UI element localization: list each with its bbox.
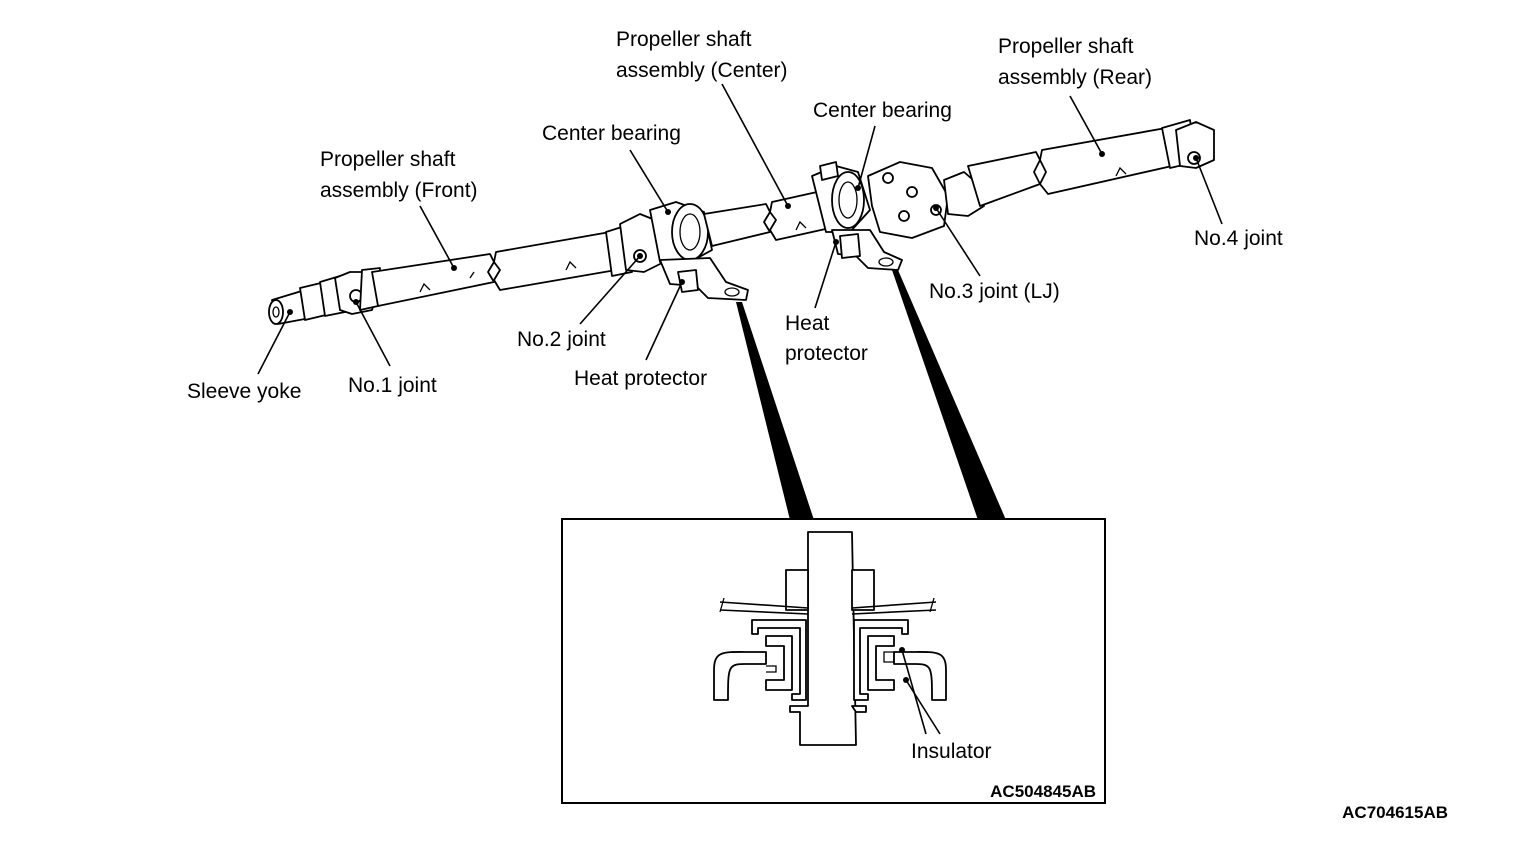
label-no3-joint: No.3 joint (LJ) bbox=[929, 280, 1060, 303]
no4-joint-part bbox=[1161, 119, 1215, 169]
labels: Propeller shaft assembly (Center) Propel… bbox=[187, 28, 1448, 822]
label-heat-protector-2-line1: Heat bbox=[785, 312, 830, 335]
label-propeller-rear-line1: Propeller shaft bbox=[998, 35, 1134, 58]
label-propeller-front-line1: Propeller shaft bbox=[320, 148, 456, 171]
center-bearing-2-part bbox=[811, 161, 903, 271]
label-sleeve-yoke: Sleeve yoke bbox=[187, 380, 301, 403]
label-insulator: Insulator bbox=[911, 740, 992, 763]
label-propeller-front-line2: assembly (Front) bbox=[320, 179, 478, 202]
inset-code: AC504845AB bbox=[990, 782, 1096, 801]
figure-code: AC704615AB bbox=[1342, 803, 1448, 822]
label-heat-protector-1: Heat protector bbox=[574, 367, 707, 390]
label-propeller-center-line2: assembly (Center) bbox=[616, 59, 788, 82]
center-bearing-1-part bbox=[649, 201, 749, 301]
detail-inset bbox=[561, 518, 1106, 804]
center-shaft-tube-part bbox=[703, 189, 831, 247]
label-propeller-rear-line2: assembly (Rear) bbox=[998, 66, 1152, 89]
label-center-bearing-2: Center bearing bbox=[813, 99, 952, 122]
label-no2-joint: No.2 joint bbox=[517, 328, 606, 351]
label-center-bearing-1: Center bearing bbox=[542, 122, 681, 145]
rear-shaft-tube-part bbox=[967, 127, 1173, 207]
no3-joint-part bbox=[867, 161, 985, 239]
sleeve-yoke-part bbox=[268, 275, 346, 325]
label-no1-joint: No.1 joint bbox=[348, 374, 437, 397]
front-shaft-tube-part bbox=[371, 231, 617, 307]
leader-lines bbox=[257, 83, 1223, 375]
label-no4-joint: No.4 joint bbox=[1194, 227, 1283, 250]
callout-wedges bbox=[736, 270, 1006, 520]
shaft-illustration bbox=[268, 119, 1215, 325]
label-propeller-center-line1: Propeller shaft bbox=[616, 28, 752, 51]
label-heat-protector-2-line2: protector bbox=[785, 342, 868, 365]
